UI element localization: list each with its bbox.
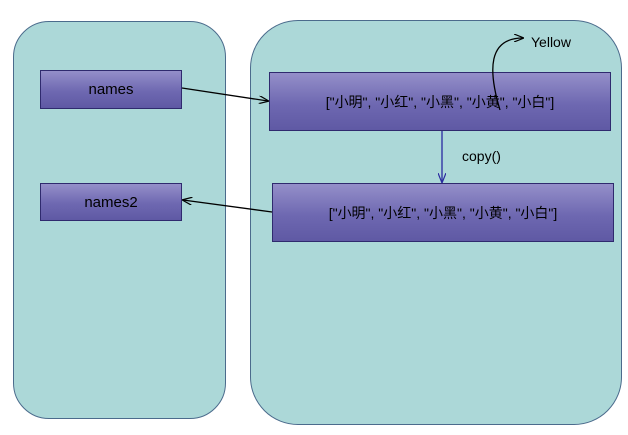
copy-call-label: copy() bbox=[462, 148, 501, 164]
copied-list-box: ["小明", "小红", "小黑", "小黄", "小白"] bbox=[272, 183, 614, 242]
original-list-box: ["小明", "小红", "小黑", "小黄", "小白"] bbox=[269, 72, 611, 131]
names2-variable-box: names2 bbox=[40, 183, 182, 221]
names2-variable-label: names2 bbox=[84, 193, 138, 211]
original-list-label: ["小明", "小红", "小黑", "小黄", "小白"] bbox=[325, 93, 555, 110]
yellow-label: Yellow bbox=[531, 34, 571, 50]
names-variable-box: names bbox=[40, 70, 182, 109]
names-variable-label: names bbox=[88, 81, 134, 98]
copied-list-label: ["小明", "小红", "小黑", "小黄", "小白"] bbox=[328, 204, 558, 221]
